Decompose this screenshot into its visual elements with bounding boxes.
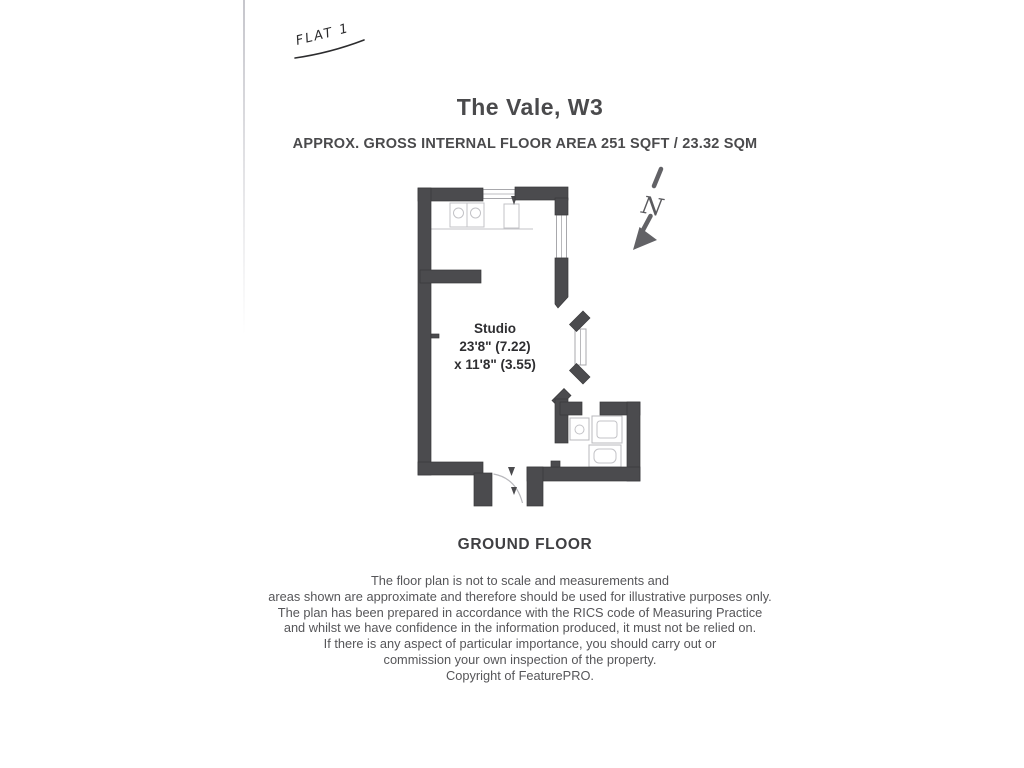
north-label: N [639, 191, 667, 223]
wc-bowl [593, 448, 617, 464]
bathroom-door-stub [559, 401, 583, 416]
north-arrow-shaft [640, 213, 653, 233]
bottom-wall-left [417, 461, 484, 476]
bathroom-door-tick [550, 460, 561, 468]
kitchen-appliance [503, 203, 520, 229]
wall-right-upper [554, 197, 569, 216]
north-arrow: N [633, 166, 667, 250]
basin-bowl [574, 424, 585, 435]
bay-wall-lower [569, 363, 591, 385]
basin-unit [569, 417, 590, 441]
walls [417, 186, 641, 507]
door-swing-arc [493, 473, 524, 504]
door-arrow-lower [511, 487, 517, 495]
disclaimer-line: and whilst we have confidence in the inf… [283, 620, 757, 636]
bay-wall-upper [569, 310, 591, 332]
handwritten-underline [294, 39, 365, 59]
wall-right-mid-chamfer [554, 257, 569, 309]
entrance-door [493, 467, 524, 504]
entrance-jamb-right [526, 466, 544, 507]
disclaimer-block: The floor plan is not to scale and measu… [160, 573, 880, 684]
shower-tray-inner [596, 420, 618, 439]
disclaimer-line: areas shown are approximate and therefor… [268, 588, 772, 604]
internal-wall-stub [419, 269, 482, 284]
left-wall-tick [430, 333, 440, 339]
room-name: Studio [474, 321, 516, 336]
handwritten-flat-label: FLAT 1 [294, 21, 351, 49]
disclaimer-line: The plan has been prepared in accordance… [277, 604, 763, 620]
floor-level-label: GROUND FLOOR [457, 536, 593, 553]
room-label: Studio 23'8" (7.22) x 11'8" (3.55) [454, 321, 536, 372]
scan-page-edge-line [243, 0, 245, 335]
room-dimension-1: 23'8" (7.22) [459, 339, 530, 354]
left-wall [417, 187, 432, 476]
bottom-wall-right [526, 466, 641, 482]
entrance-jamb-left [473, 472, 493, 507]
north-arrow-tail [651, 166, 664, 189]
door-arrow-upper [508, 467, 515, 476]
page-title: The Vale, W3 [456, 94, 604, 120]
copyright-line: Copyright of FeaturePRO. [446, 667, 594, 683]
disclaimer-line: The floor plan is not to scale and measu… [370, 573, 670, 588]
disclaimer-line: If there is any aspect of particular imp… [323, 636, 717, 652]
wall-top-right [514, 186, 569, 201]
kitchen-fittings [431, 196, 533, 230]
north-arrowhead-icon [633, 227, 657, 250]
bathroom-fixtures [569, 415, 623, 468]
sink-bowl-right [470, 207, 481, 219]
floor-plan: Studio 23'8" (7.22) x 11'8" (3.55) N [417, 166, 667, 507]
handwritten-annotation: FLAT 1 [294, 21, 365, 59]
room-dimension-2: x 11'8" (3.55) [454, 357, 536, 372]
floor-area-subtitle: APPROX. GROSS INTERNAL FLOOR AREA 251 SQ… [292, 136, 758, 152]
disclaimer-line: commission your own inspection of the pr… [383, 651, 657, 667]
sink-bowl-left [453, 207, 464, 219]
